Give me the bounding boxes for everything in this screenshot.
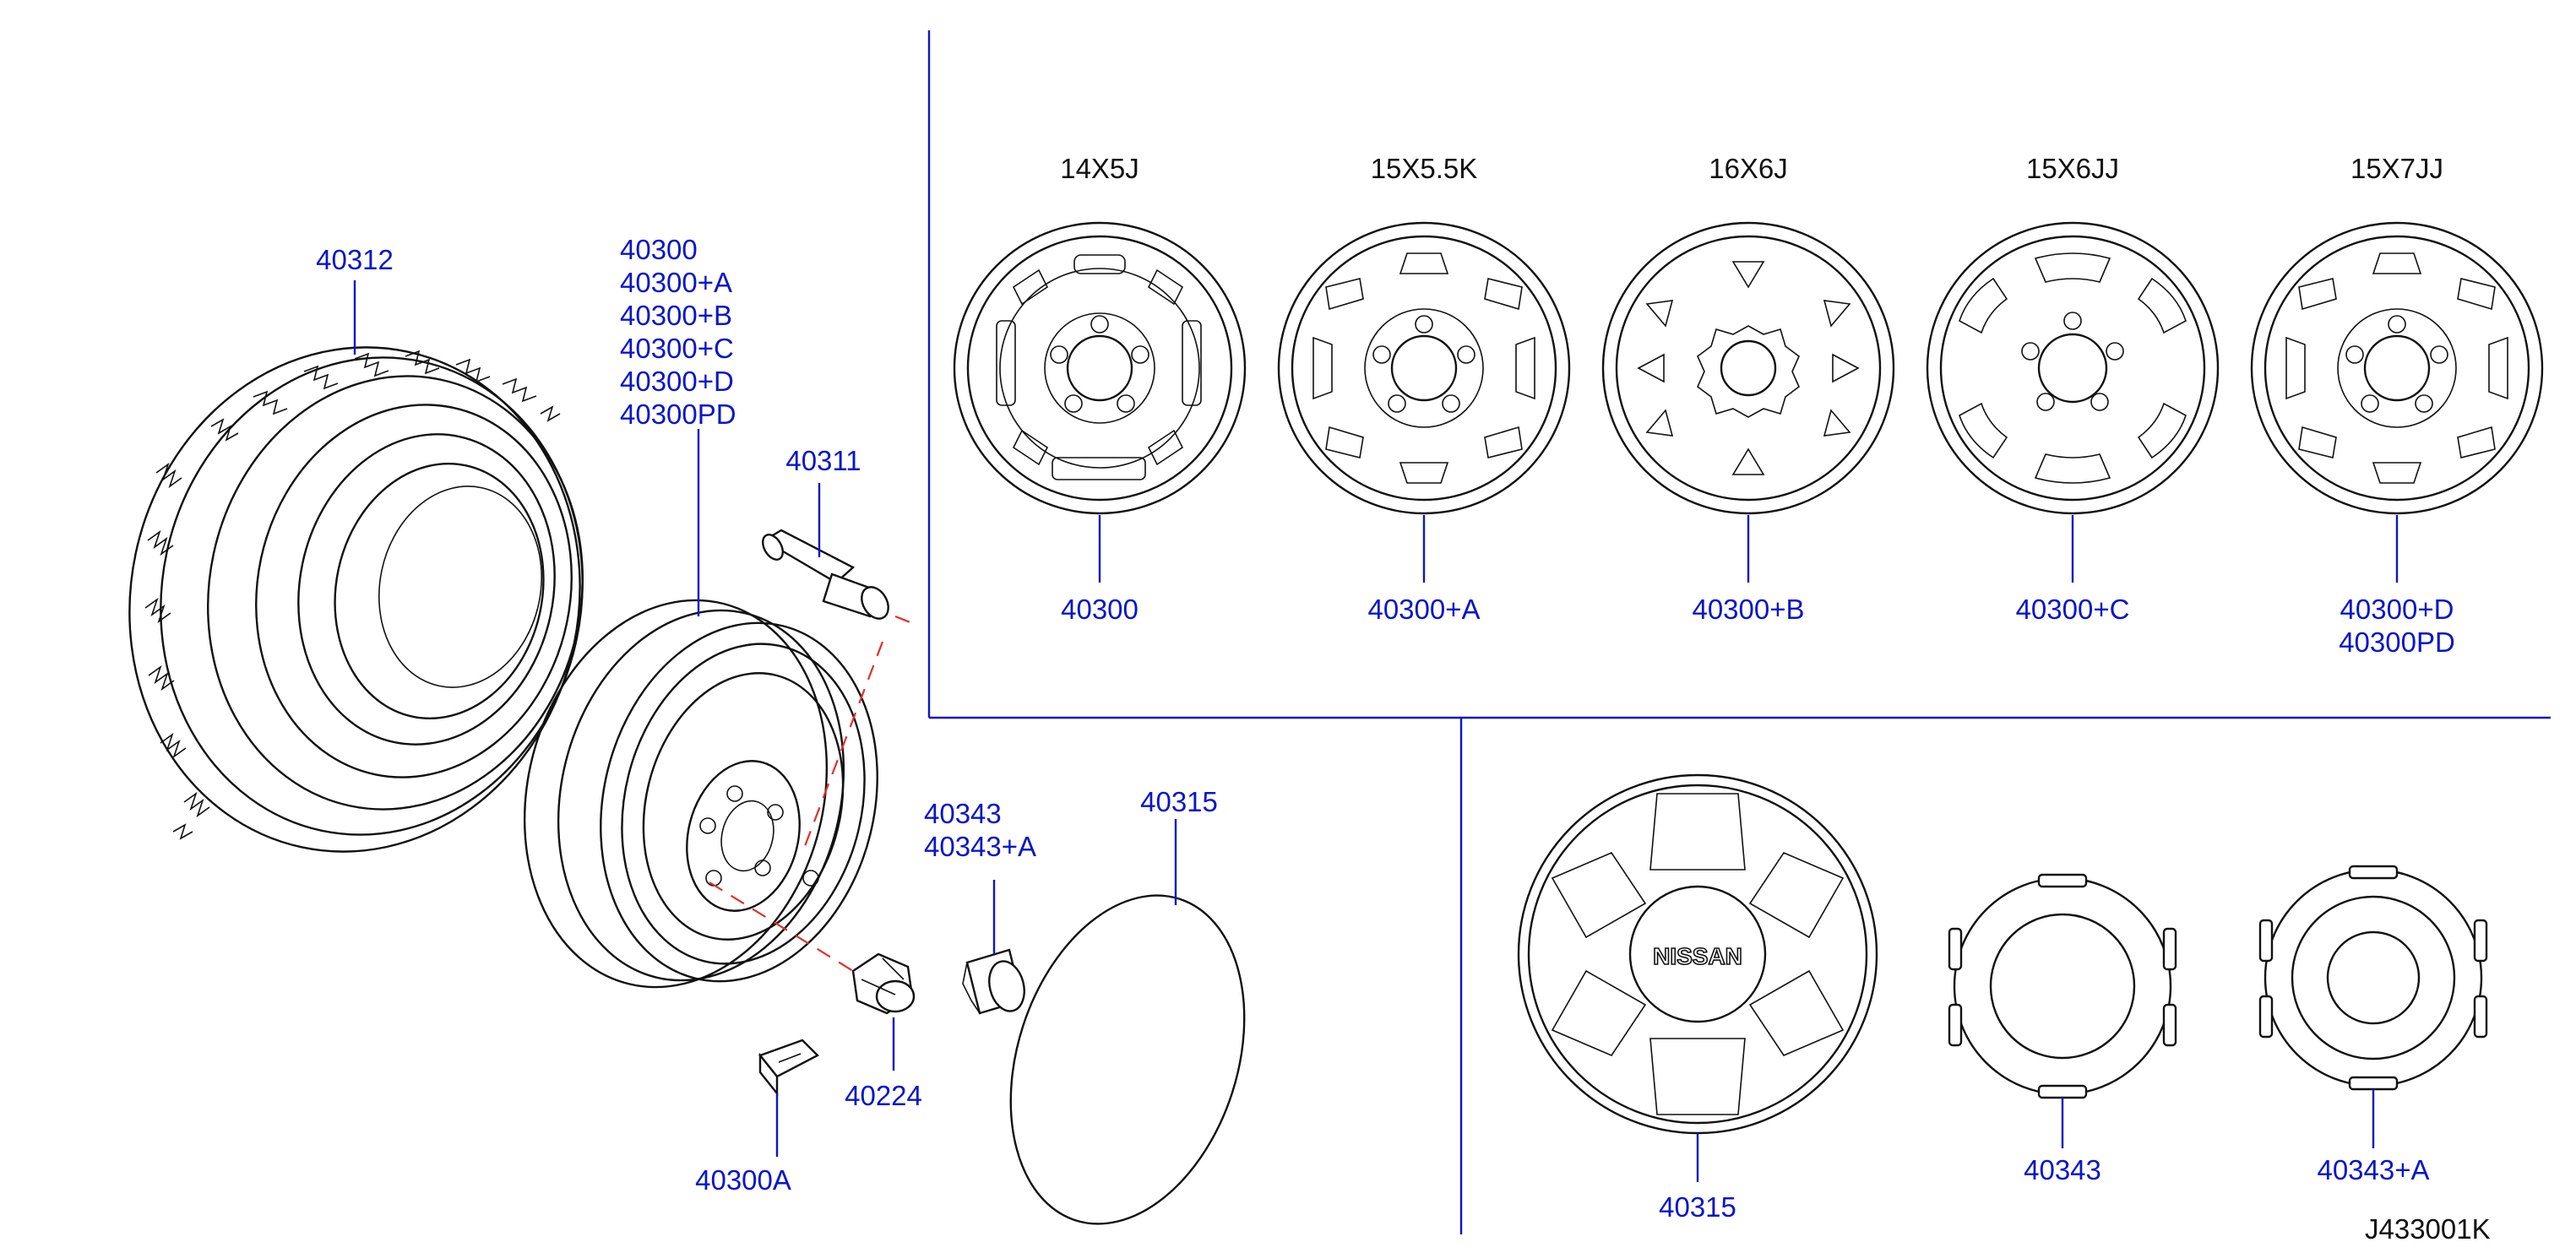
cover-part-2: 40343 <box>2024 1154 2101 1185</box>
center-cap-callout-item: 40343+A <box>924 831 1037 862</box>
left-leaders <box>353 280 1177 1157</box>
nut-drawing <box>851 952 916 1015</box>
wheel-callout-item: 40300+B <box>620 300 733 331</box>
valve-drawing <box>762 529 889 620</box>
diagram-code: J433001K <box>2365 1213 2491 1245</box>
wheel-callout-item: 40300+A <box>620 267 733 298</box>
tire-callout: 40312 <box>316 244 394 275</box>
wheel-callout-item: 40300+D <box>620 366 734 397</box>
wheel-callout-list: 40300 40300+A 40300+B 40300+C 40300+D 40… <box>620 233 736 431</box>
wheel-drawing <box>523 599 878 989</box>
variant-part-4: 40300+C <box>2015 594 2130 625</box>
nissan-emblem: NISSAN <box>1653 943 1742 969</box>
variant-size-2: 15X5.5K <box>1370 153 1478 184</box>
valve-callout: 40311 <box>785 445 861 476</box>
variant-part-3: 40300+B <box>1692 594 1805 625</box>
variant-wheel-1 <box>953 221 1247 515</box>
variant-size-4: 15X6JJ <box>2025 153 2120 184</box>
wheel-callout-item: 40300+C <box>620 333 734 364</box>
variant-size-3: 16X6J <box>1709 153 1788 184</box>
variant-wheel-2 <box>1277 221 1571 515</box>
variant-size-1: 14X5J <box>1060 153 1139 184</box>
center-cap-drawing <box>962 948 1025 1015</box>
wheel-callout-item: 40300PD <box>620 399 736 430</box>
variant-size-5: 15X7JJ <box>2350 153 2444 184</box>
panel-dividers <box>927 30 2551 1234</box>
center-cap-callout-list: 40343 40343+A <box>924 797 1036 863</box>
wheel-callout-item: 40300 <box>620 234 698 265</box>
variant-wheel-5 <box>2250 221 2544 515</box>
tire-drawing <box>128 346 584 853</box>
variant-part-5b: 40300PD <box>2339 626 2455 658</box>
variant-wheel-4 <box>1926 221 2220 515</box>
balance-weight-callout: 40300A <box>695 1164 791 1196</box>
center-cap-detail-2 <box>2258 865 2488 1091</box>
variant-part-5: 40300+D 40300PD <box>2339 593 2455 659</box>
center-cap-detail-1 <box>1948 873 2177 1099</box>
balance-weight-drawing <box>758 1039 820 1097</box>
variant-part-5a: 40300+D <box>2340 594 2454 625</box>
cover-part-1: 40315 <box>1659 1191 1736 1223</box>
variant-wheel-3 <box>1601 221 1895 515</box>
nut-callout: 40224 <box>845 1080 922 1111</box>
variant-part-2: 40300+A <box>1367 594 1481 625</box>
disc-cover-callout: 40315 <box>1140 786 1218 817</box>
disc-cover-detail: NISSAN <box>1517 773 1878 1135</box>
variant-part-1: 40300 <box>1061 594 1139 625</box>
assembly-guides <box>709 615 917 972</box>
disc-cover-drawing <box>1009 894 1246 1225</box>
cover-part-3: 40343+A <box>2317 1154 2430 1185</box>
center-cap-callout-item: 40343 <box>924 798 1002 829</box>
